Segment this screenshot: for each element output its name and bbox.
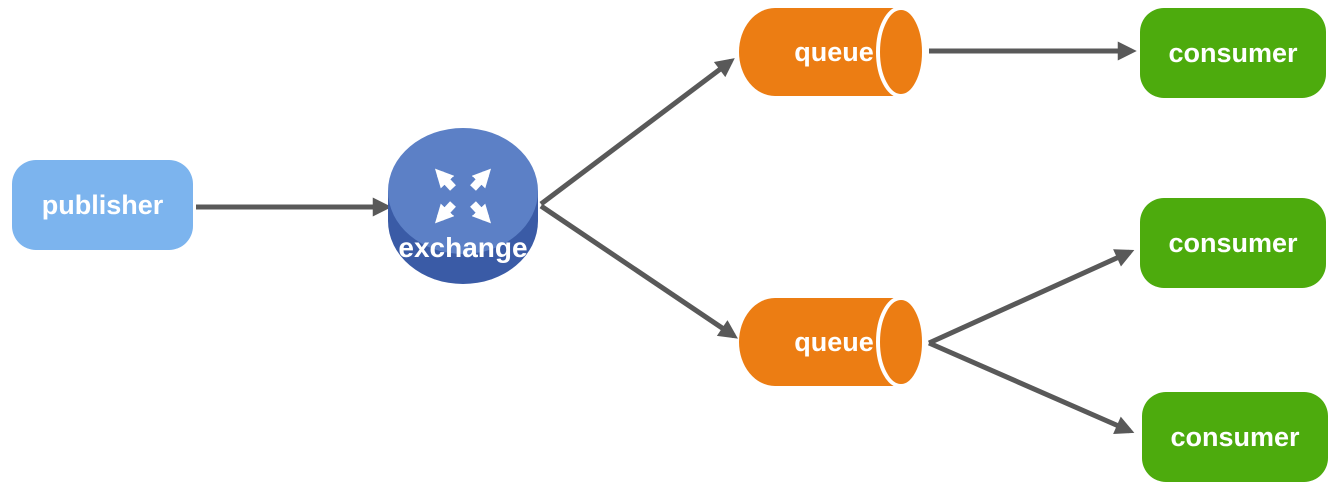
queue1-body xyxy=(739,8,901,96)
node-queue-2: queue xyxy=(739,296,926,388)
queue2-body xyxy=(739,298,901,386)
edge-exchange-queue2 xyxy=(539,203,738,339)
consumer3-label: consumer xyxy=(1170,421,1300,452)
consumer2-label: consumer xyxy=(1168,227,1298,258)
edge-queue2-consumer2 xyxy=(927,249,1135,346)
node-exchange: exchange xyxy=(388,128,538,284)
node-consumer-3: consumer xyxy=(1142,392,1328,482)
consumer1-label: consumer xyxy=(1168,37,1298,68)
node-publisher: publisher xyxy=(12,160,193,250)
queue2-label: queue xyxy=(794,327,874,357)
publisher-label: publisher xyxy=(41,189,164,220)
queue1-label: queue xyxy=(794,37,874,67)
node-queue-1: queue xyxy=(739,6,926,98)
queue2-end-cap xyxy=(876,296,926,388)
edge-queue2-consumer3 xyxy=(927,340,1135,434)
exchange-label: exchange xyxy=(398,232,527,263)
node-consumer-2: consumer xyxy=(1140,198,1326,288)
node-consumer-1: consumer xyxy=(1140,8,1326,98)
router-arrows-icon xyxy=(434,168,492,224)
edge-exchange-queue1 xyxy=(539,58,735,206)
queue1-end-cap xyxy=(876,6,926,98)
exchange-body-top xyxy=(388,128,538,254)
